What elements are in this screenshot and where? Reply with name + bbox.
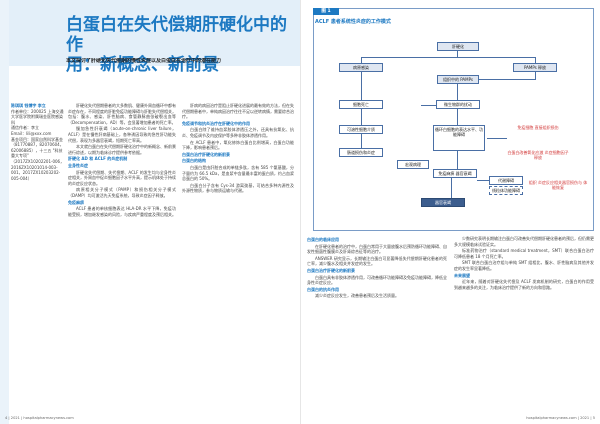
connector-line [361, 109, 362, 125]
figure-caption: ACLF 患者系统性炎症的工作模式 [315, 19, 391, 25]
subsection-heading: 白蛋白的结构 [182, 158, 206, 164]
right-column-2: 少数研究表明长期输注白蛋白可改善失代偿期肝硬化患者的预后，但仍需更多大规模临床试… [454, 236, 594, 408]
subsection-heading: 免疫麻痹 [68, 199, 84, 205]
red-annotation: 组织 炎症反应相关器官损伤与 体能恢复 [528, 180, 588, 190]
connector-line [361, 57, 362, 63]
figure-number: 图 1 [313, 8, 339, 15]
author-line: （2017ZX10202201-006，2016ZX10201014-003-0… [11, 158, 65, 181]
subsection-heading: 白蛋白的抗炎作用 [307, 286, 339, 292]
connector-line [535, 72, 536, 79]
subsection-heading: 全身性炎症 [68, 162, 88, 168]
connector-line [451, 178, 452, 198]
connector-line [535, 57, 536, 63]
node-gut-inflammation: 肠道损伤和炎症 [339, 148, 383, 157]
paragraph: 白蛋白除了维持血浆胶体渗透压之外，还具有抗氧化、抗炎、免疫调节及内皮保护等多种非… [182, 127, 294, 138]
paragraph: 标准药物治疗（standard medical treatment，SMT）联合… [454, 248, 594, 259]
connector-line [361, 72, 362, 100]
paragraph: ACLF 患者的单核细胞表达 HLA-DR 水平下降，免疫功能受损，增加继发感染… [68, 206, 176, 217]
paragraph: 在肝硬化患者的治疗中，白蛋白常用于大量放腹水后预防循环功能障碍、自发性细菌性腹膜… [307, 243, 447, 255]
connector-line [361, 57, 535, 58]
node-pathogen-infection: 病原感染 [339, 63, 383, 72]
author-names: 陈琪琪 钱博宇 李立 [11, 103, 46, 108]
node-leukocyte-dysfunction: 循环白细胞的表达水平、功能障碍 [433, 125, 485, 151]
red-annotation: 白蛋白改善氧化应激 炎症细胞因子释放 [507, 150, 569, 160]
author-info: 陈琪琪 钱博宇 李立 作者单位：200025 上海交通大学医学院附属瑞金医院感染… [11, 103, 65, 218]
node-pamps-release: PAMPs 释放 [513, 63, 557, 72]
connector-line [457, 51, 458, 57]
paragraph: 白蛋白是由肝脏合成的单链多肽，含有 585 个氨基酸，分子量约为 66.5 kD… [182, 164, 294, 182]
node-organ-failure: 器官衰竭 [421, 198, 465, 207]
node-cell-death: 细胞死亡 [339, 100, 383, 109]
paragraph: 白蛋白具有非胶体渗透作用，可改善循环功能障碍及免疫功能障碍，降低全身性炎症反应。 [307, 274, 447, 286]
paragraph: 病原相关分子模式（PAMP）和损伤相关分子模式（DAMP）均可激活先天免疫系统，… [68, 187, 176, 198]
page-footer: hospitalpharmacynews.com | 2021 | 5 [526, 416, 595, 420]
node-mitochondrial-dysfunction: 线粒体功能障碍 [489, 186, 523, 195]
title-band [9, 0, 300, 66]
connector-line [457, 84, 458, 100]
section-heading: 未来展望 [454, 272, 470, 278]
node-metabolic-disorder: 代谢障碍 [489, 176, 523, 185]
author-line: （81770887，82070604，62006885），十三五 "科技重大专项… [11, 142, 64, 159]
section-heading: 免疫调节和抗炎治疗在肝硬化中的作用 [182, 120, 250, 126]
author-line: 作者单位：200025 上海交通大学医学院附属瑞金医院感染科 [11, 108, 64, 125]
connector-line [457, 151, 458, 169]
paragraph: 减少炎症反应发生，改善患者预后及生活质量。 [315, 293, 399, 299]
node-soluble-mediators: 可溶性细胞介质 [339, 125, 383, 134]
author-line: 基金项目：国家自然科学基金 [11, 136, 63, 142]
connector-line [361, 134, 362, 148]
left-column-2: 肝病的病因治疗是阻止肝硬化进展的最有效的方法，但在失代偿期患者中，单纯病因治疗往… [182, 103, 294, 409]
connector-line [421, 105, 439, 106]
paragraph: 近年来，随着对肝硬化失代偿及 ACLF 发病机制的研究，白蛋白的作用受到越来越多… [454, 279, 594, 290]
author-line: Email：lili@xxx.com [11, 130, 52, 136]
left-column-1: 肝硬化失代偿期患者的大多数肌、健康外周血循环中都有炎症存在，不同程度的肝脏免疫功… [68, 103, 176, 409]
left-sidebar-strip [0, 0, 9, 424]
right-column-1: 白蛋白的临床应用 在肝硬化患者的治疗中，白蛋白常用于大量放腹水后预防循环功能障碍… [307, 236, 447, 408]
author-line: 通信作者：李立 [11, 125, 39, 131]
paragraph: 肝病的病因治疗是阻止肝硬化进展的最有效的方法，但在失代偿期患者中，单纯病因治疗往… [182, 103, 294, 120]
paragraph: SMT 联合白蛋白治疗组与单纯 SMT 组相比，腹水、肝性脑病及其他并发症的发生… [454, 260, 594, 271]
section-heading: 肝硬化 AD 和 ACLF 的炎症机制 [68, 156, 128, 162]
paragraph: 在 ACLF 患者中，氧化修饰白蛋白比例增高，白蛋白功能下降，影响患者预后。 [182, 139, 294, 151]
connector-line [477, 180, 489, 181]
paragraph: 少数研究表明长期输注白蛋白可改善失代偿期肝硬化患者的预后，但仍需更多大规模临床试… [454, 236, 594, 247]
paragraph: 肝硬化失代偿期患者的大多数肌、健康外周血循环中都有炎症存在，不同程度的肝脏免疫功… [68, 103, 176, 125]
paragraph: 肝硬化失代偿期、失代偿期、ACLF 的发生均与全身性炎症相关，外周血中促炎细胞因… [68, 169, 176, 186]
paragraph: 本文就白蛋白在失代偿期肝硬化治疗中的新概念、新前景进行综述，以期为临床诊疗提供参… [68, 144, 176, 155]
paragraph: ANSWER 研究显示，长期输注白蛋白可显著降低失代偿期肝硬化患者的死亡率，减少… [307, 255, 447, 267]
node-microbiota-perturbation: 微生物群的扰动 [436, 100, 480, 109]
paragraph: 白蛋白分子含有 Cys-34 游离巯基，可结合多种内源性及外源性物质，参与物质运… [182, 182, 294, 194]
connector-line [487, 138, 507, 139]
left-page: 白蛋白在失代偿期肝硬化中的作 用：新概念、新前景 本文探讨了肝硬化失代偿期的慢性… [0, 0, 300, 424]
connector-line [437, 79, 536, 80]
page-footer: 4 | 2021 | hospitalpharmacynews.com [5, 416, 74, 420]
red-annotation: 免疫细胞 直接组织损伤 [517, 125, 559, 130]
node-cirrhosis: 肝硬化 [437, 42, 479, 51]
section-heading: 白蛋白治疗肝硬化的新前景 [307, 267, 355, 273]
article-subtitle: 本文探讨了肝硬化失代偿期的慢性炎症以及白蛋白在治疗中的潜在能力 [66, 58, 222, 64]
paragraph: 慢加急性肝衰竭（acute-on-chronic liver failure，A… [68, 126, 176, 143]
node-immune-paralysis: 免疫麻痹 器官衰竭 [433, 169, 477, 178]
node-macro-pathology: 宏观病理 [397, 160, 429, 169]
node-tissue-pamps: 组织中的 PAMPs [437, 75, 479, 84]
connector-line [457, 109, 458, 125]
article-title: 白蛋白在失代偿期肝硬化中的作 用：新概念、新前景 [66, 15, 287, 75]
section-heading: 白蛋白治疗肝硬化的新前景 [182, 151, 230, 157]
section-heading: 白蛋白的临床应用 [307, 237, 339, 242]
right-page: 图 1 ACLF 患者系统性炎症的工作模式 肝硬化 病原感染 PAMPs 释放 … [300, 0, 600, 424]
